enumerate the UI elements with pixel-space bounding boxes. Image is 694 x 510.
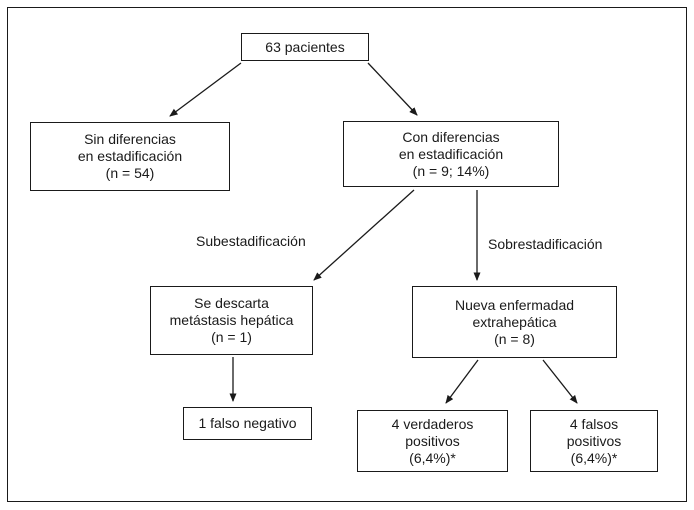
- figure-border: [7, 7, 687, 502]
- node-with-differences-line: en estadificación: [398, 145, 504, 162]
- edge-with-differences-to-ruled-out: [313, 189, 415, 281]
- edge-patients-to-no-differences: [169, 62, 242, 117]
- node-false-negative-line: 1 falso negativo: [198, 415, 297, 431]
- node-with-differences: Con diferencias en estadificación (n = 9…: [343, 121, 559, 187]
- node-no-differences: Sin diferencias en estadificación (n = 5…: [30, 122, 230, 191]
- node-with-differences-line: (n = 9; 14%): [412, 162, 490, 179]
- node-false-positives: 4 falsos positivos (6,4%)*: [530, 410, 658, 472]
- node-new-extrahepatic-disease-line: extrahepática: [472, 313, 557, 330]
- edge-label-overstaging: Sobrestadificación: [488, 236, 603, 252]
- node-ruled-out-metastasis-line: Se descarta: [194, 295, 269, 311]
- node-false-positives-line: (6,4%)*: [570, 449, 618, 466]
- edge-new-disease-to-false-positives: [542, 359, 578, 404]
- node-patients: 63 pacientes: [241, 33, 369, 61]
- node-true-positives-line: (6,4%)*: [409, 449, 456, 466]
- node-ruled-out-metastasis-line: (n = 1): [211, 329, 252, 345]
- node-new-extrahepatic-disease: Nueva enfermadad extrahepática (n = 8): [412, 286, 617, 358]
- node-true-positives-line: 4 verdaderos: [391, 415, 474, 432]
- node-no-differences-line: en estadificación: [77, 148, 183, 164]
- node-no-differences-line: Sin diferencias: [84, 131, 176, 147]
- node-new-extrahepatic-disease-line: (n = 8): [494, 330, 535, 347]
- node-false-positives-line: positivos: [566, 432, 622, 449]
- node-patients-line: 63 pacientes: [265, 38, 345, 55]
- edge-label-understaging: Subestadificación: [196, 233, 306, 249]
- node-no-differences-line: (n = 54): [105, 165, 155, 181]
- node-ruled-out-metastasis-line: metástasis hepática: [169, 312, 294, 328]
- node-new-extrahepatic-disease-line: Nueva enfermadad: [454, 296, 575, 313]
- edge-patients-to-with-differences: [367, 62, 418, 116]
- node-false-positives-line: 4 falsos: [569, 415, 619, 432]
- node-true-positives: 4 verdaderos positivos (6,4%)*: [357, 410, 508, 472]
- edge-new-disease-to-true-positives: [445, 359, 479, 404]
- node-true-positives-line: positivos: [405, 432, 460, 449]
- node-with-differences-line: Con diferencias: [402, 128, 500, 145]
- node-false-negative: 1 falso negativo: [183, 407, 312, 440]
- node-ruled-out-metastasis: Se descarta metástasis hepática (n = 1): [150, 286, 313, 355]
